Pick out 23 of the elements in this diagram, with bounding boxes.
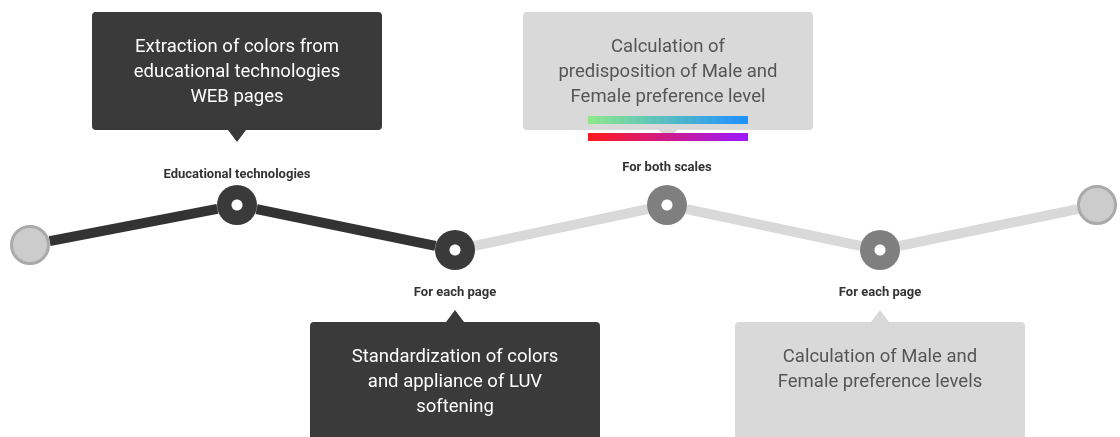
timeline-line (48, 203, 219, 247)
step-description: Extraction of colors from educational technologies WEB pages (132, 34, 342, 109)
timeline-point (647, 185, 687, 225)
callout-box (735, 310, 1025, 437)
step-label: For each page (413, 284, 497, 299)
timeline-line (685, 204, 862, 251)
step-description: Calculation of Male and Female preference levels (776, 344, 984, 394)
timeline-point (435, 230, 475, 270)
end-circle (10, 225, 50, 265)
timeline-point (217, 185, 257, 225)
timeline-line (473, 204, 649, 251)
step-label: Educational technologies (163, 166, 311, 181)
end-circle (1077, 185, 1117, 225)
callout-box (92, 12, 382, 142)
step-label: For both scales (622, 159, 712, 174)
step-label: For each page (838, 284, 922, 299)
callout-box (523, 12, 813, 142)
step-description: Calculation of predisposition of Male and Female preference level (557, 34, 779, 109)
callout-box (310, 310, 600, 437)
timeline-line (898, 204, 1079, 251)
step-description: Standardization of colors and appliance of LUV softening (350, 344, 560, 419)
timeline-point (860, 230, 900, 270)
timeline-line (255, 204, 437, 251)
